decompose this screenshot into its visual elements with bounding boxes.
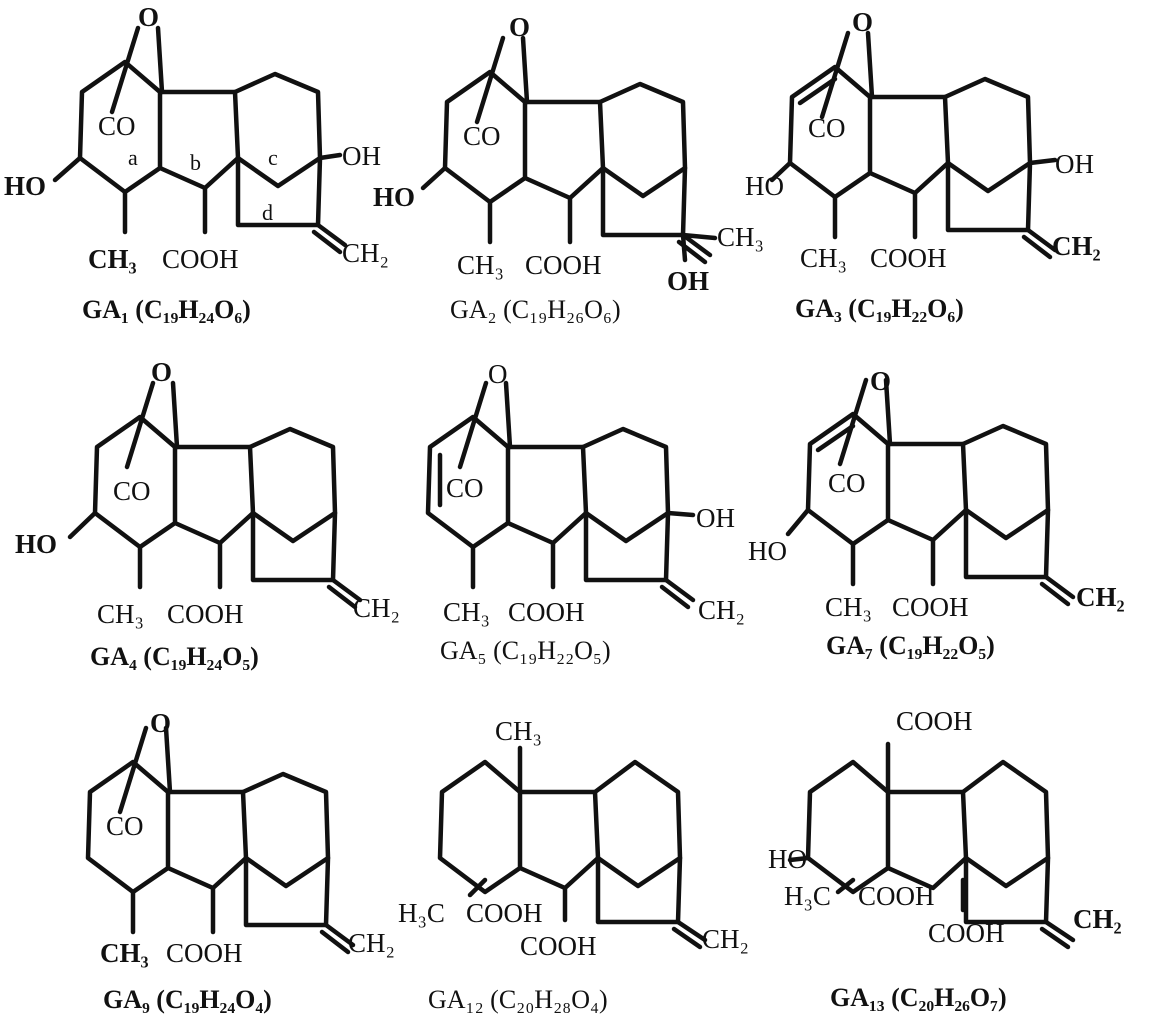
ga13-methyl-left: H₃C <box>784 881 831 911</box>
ga4-bridge-oxygen: O <box>151 357 172 387</box>
molecule-ga2: O CO HO OH CH₃ COOH CH₃ GA₂ (C₁₉H₂₆O₆) <box>373 12 764 324</box>
ga7-bridge-oxygen: O <box>870 366 891 396</box>
ga5-bridge-oxygen: O <box>488 359 508 389</box>
ga12-acid-b: COOH <box>520 931 597 961</box>
ga5-methyl-label: CH₃ <box>443 597 490 627</box>
ga12-ring-a <box>437 759 523 895</box>
ga1-hydroxyl-c: OH <box>342 141 381 171</box>
ga12-ring-c <box>592 759 683 889</box>
ga3-caption: GA₃ (C₁₉H₂₂O₆) <box>795 294 964 323</box>
ga12-methyl-left: H₃C <box>398 898 445 928</box>
ga2-acid-label: COOH <box>525 250 602 280</box>
ga4-acid-label: COOH <box>167 599 244 629</box>
ga3-methylene-label: CH₂ <box>1052 231 1101 261</box>
ga1-lactone-label: CO <box>98 111 136 141</box>
ga2-methyl-d-label: CH₃ <box>717 222 764 252</box>
ga3-hydroxyl-c: OH <box>1055 149 1094 179</box>
ga9-methyl-label: CH₃ <box>100 938 149 968</box>
ga3-bridge-oxygen: O <box>852 7 873 37</box>
ga9-methylene-label: CH₂ <box>348 928 395 958</box>
ga13-ring-c <box>960 759 1051 889</box>
ga13-acid-a: COOH <box>858 881 935 911</box>
ga12-caption: GA₁₂ (C₂₀H₂₈O₄) <box>428 985 608 1014</box>
ga7-acid-label: COOH <box>892 592 969 622</box>
ga13-caption: GA₁₃ (C₂₀H₂₆O₇) <box>830 983 1007 1012</box>
molecule-ga9: O CO CH₃ COOH CH₂ GA₉ (C₁₉H₂₄O₄) <box>88 708 395 1014</box>
ga1-methylene-label: CH₂ <box>342 238 389 268</box>
ga1-ring-label-d: d <box>262 200 273 225</box>
ga2-hydroxyl-c: OH <box>667 266 709 296</box>
ga3-skeleton <box>790 33 1055 257</box>
molecule-ga12: CH₃ H₃C COOH COOH CH₂ GA₁₂ (C₂₀H₂₈O₄) <box>398 716 749 1014</box>
ga7-methylene-label: CH₂ <box>1076 582 1125 612</box>
ga13-ring-a <box>805 759 891 895</box>
molecule-ga5: O CO OH CH₃ COOH CH₂ GA₅ (C₁₉H₂₂O₅) <box>428 359 745 665</box>
ga4-methylene-label: CH₂ <box>353 593 400 623</box>
ga4-caption: GA₄ (C₁₉H₂₄O₅) <box>90 642 259 671</box>
ga13-methylene-label: CH₂ <box>1073 904 1122 934</box>
ga5-caption: GA₅ (C₁₉H₂₂O₅) <box>440 636 611 665</box>
ga1-ring-label-a: a <box>128 145 138 170</box>
ga2-hydroxyl-a: HO <box>373 182 415 212</box>
ga5-acid-label: COOH <box>508 597 585 627</box>
ga13-acid-top: COOH <box>896 706 973 736</box>
ga2-bridge-oxygen: O <box>509 12 530 42</box>
ga7-caption: GA₇ (C₁₉H₂₂O₅) <box>826 631 995 660</box>
ga7-lactone-label: CO <box>828 468 866 498</box>
ga1-acid-label: COOH <box>162 244 239 274</box>
ga3-acid-label: COOH <box>870 243 947 273</box>
ga4-hydroxyl-a: HO <box>15 529 57 559</box>
ga13-acid-b: COOH <box>928 918 1005 948</box>
ga7-hydroxyl-a: HO <box>748 536 787 566</box>
ga12-methyl-top: CH₃ <box>495 716 542 746</box>
ga7-methyl-label: CH₃ <box>825 592 872 622</box>
molecule-ga3: O CO HO OH CH₃ COOH CH₂ GA₃ (C₁₉H₂₂O₆) <box>745 7 1101 323</box>
ga4-lactone-label: CO <box>113 476 151 506</box>
ga12-ring-d <box>595 855 683 925</box>
ga12-methylene-label: CH₂ <box>702 924 749 954</box>
molecule-ga13: COOH HO H₃C COOH COOH CH₂ GA₁₃ (C₂₀H₂₆O₇… <box>768 706 1122 1012</box>
ga13-ring-b <box>885 789 969 891</box>
molecule-ga7: O CO HO CH₃ COOH CH₂ GA₇ (C₁₉H₂₂O₅) <box>748 366 1125 660</box>
ga5-lactone-label: CO <box>446 473 484 503</box>
ga13-ring-d <box>963 855 1051 925</box>
ga9-acid-label: COOH <box>166 938 243 968</box>
ga1-caption: GA₁ (C₁₉H₂₄O₆) <box>82 295 251 324</box>
ga9-bridge-oxygen: O <box>150 708 171 738</box>
ga5-methylene-label: CH₂ <box>698 595 745 625</box>
ga1-methyl-label: CH₃ <box>88 244 137 274</box>
ga2-caption: GA₂ (C₁₉H₂₆O₆) <box>450 295 621 324</box>
ga1-ring-label-b: b <box>190 150 201 175</box>
ga2-lactone-label: CO <box>463 121 501 151</box>
molecule-ga1: O CO HO OH a b c d CH₃ COOH CH₂ GA₁ (C₁₉… <box>4 2 389 324</box>
ga13-hydroxyl-a: HO <box>768 844 807 874</box>
molecule-ga4: O CO HO CH₃ COOH CH₂ GA₄ (C₁₉H₂₄O₅) <box>15 357 400 671</box>
ga1-bridge-oxygen: O <box>138 2 159 32</box>
ga3-lactone-label: CO <box>808 113 846 143</box>
ga12-acid-a: COOH <box>466 898 543 928</box>
ga3-methyl-label: CH₃ <box>800 243 847 273</box>
ga1-ring-label-c: c <box>268 145 278 170</box>
ga9-caption: GA₉ (C₁₉H₂₄O₄) <box>103 985 272 1014</box>
ga5-hydroxyl-c: OH <box>696 503 735 533</box>
ga4-methyl-label: CH₃ <box>97 599 144 629</box>
ga9-lactone-label: CO <box>106 811 144 841</box>
ga3-hydroxyl-a: HO <box>745 171 784 201</box>
ga12-ring-b <box>517 789 601 891</box>
ga2-methyl-label: CH₃ <box>457 250 504 280</box>
ga1-hydroxyl-a: HO <box>4 171 46 201</box>
